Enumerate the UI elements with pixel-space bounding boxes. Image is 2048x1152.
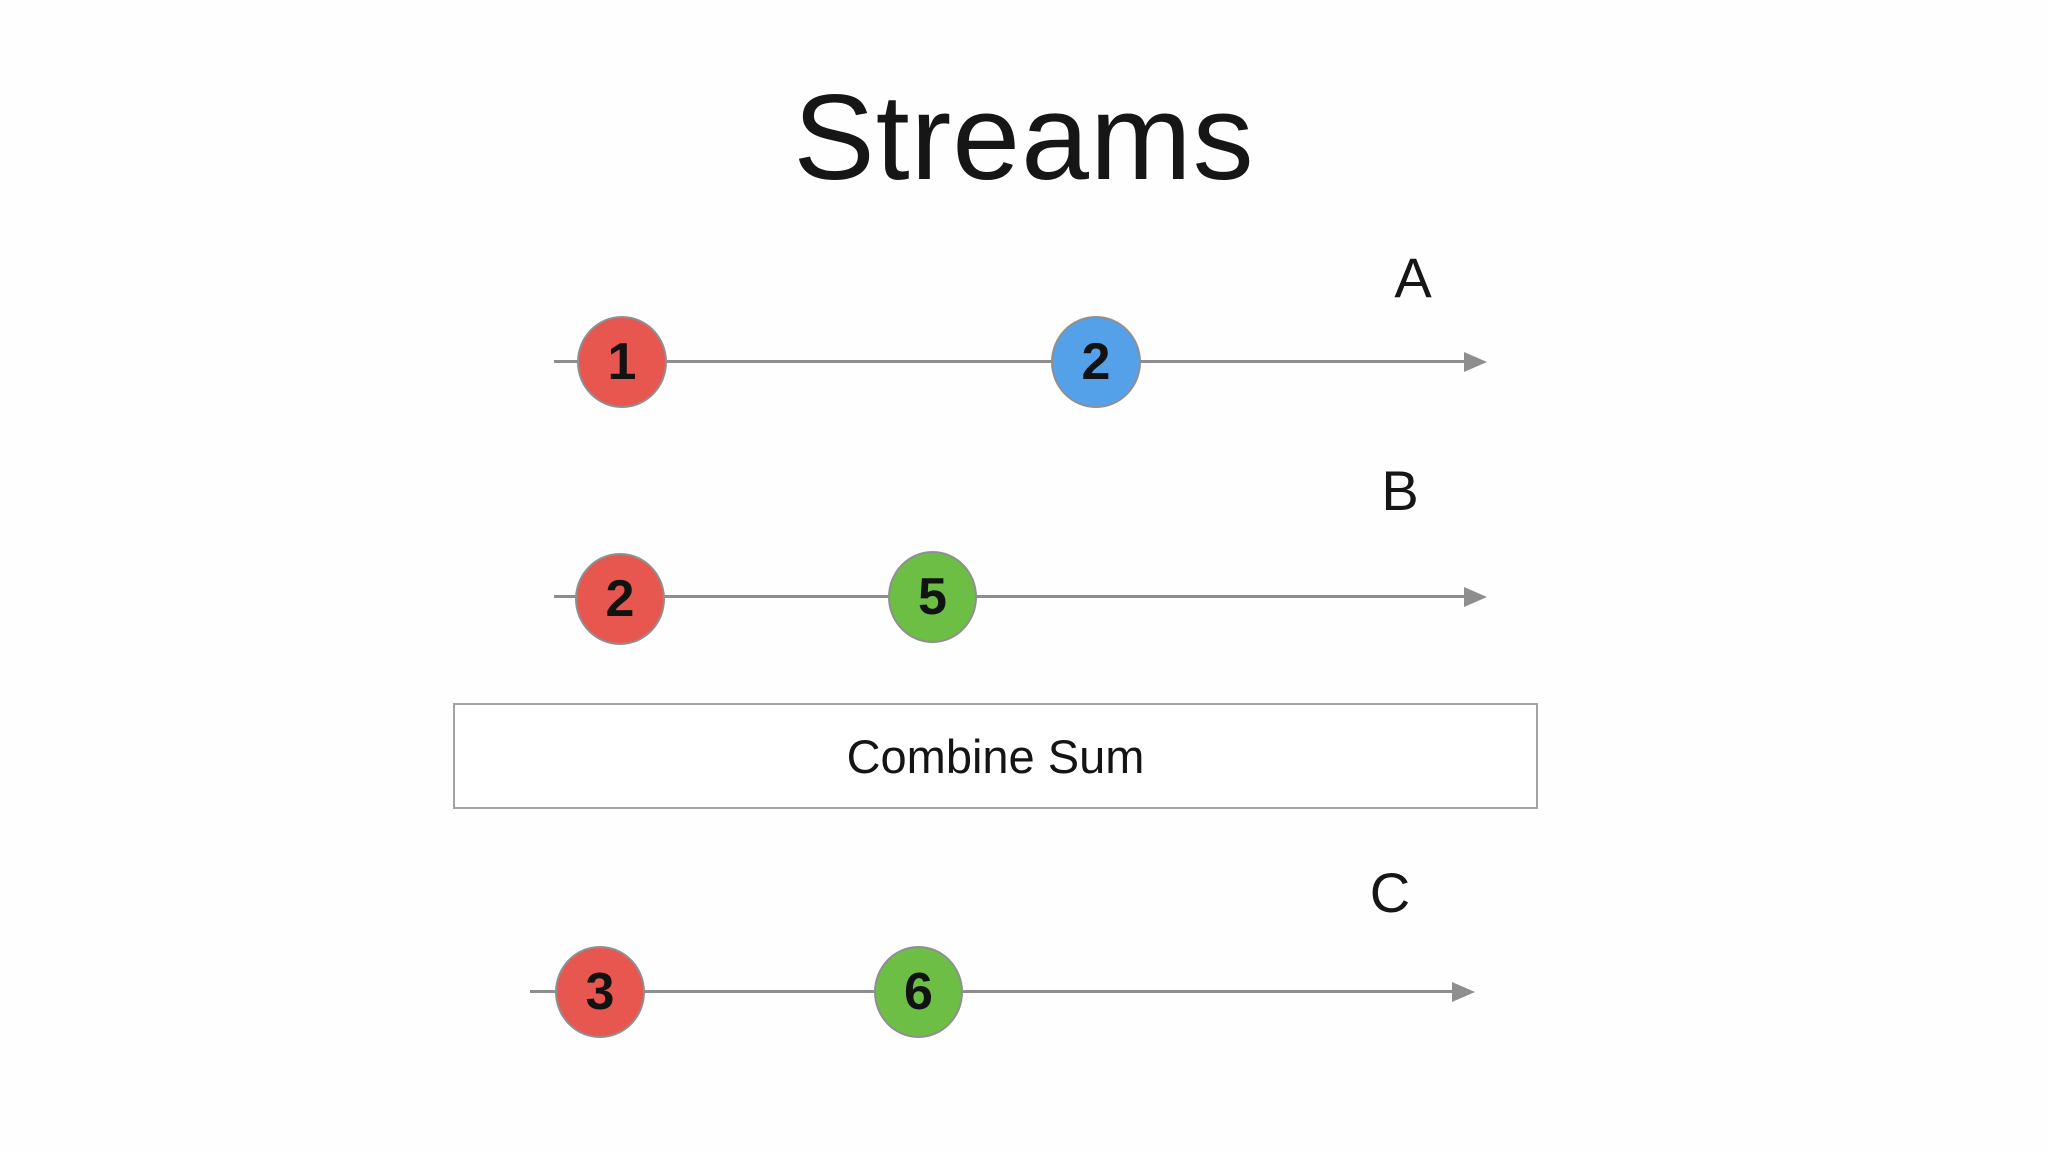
- stream-a-timeline: [554, 360, 1464, 363]
- page-title: Streams: [793, 69, 1255, 205]
- stream-b-arrow-icon: [1464, 587, 1487, 607]
- marble-c-2: 6: [874, 946, 963, 1038]
- stream-c-label: C: [1369, 861, 1411, 924]
- marble-a-1-value: 1: [607, 333, 637, 391]
- marble-b-1: 2: [575, 553, 665, 645]
- marble-a-2-value: 2: [1081, 333, 1111, 391]
- combine-sum-box: Combine Sum: [453, 703, 1538, 809]
- combine-sum-label: Combine Sum: [846, 729, 1145, 783]
- stream-b-label: B: [1381, 459, 1419, 522]
- marble-b-1-value: 2: [605, 570, 635, 628]
- marble-c-1-value: 3: [585, 963, 615, 1021]
- stream-a-label: A: [1394, 246, 1432, 309]
- stream-a-arrow-icon: [1464, 352, 1487, 372]
- marble-c-2-value: 6: [904, 963, 933, 1021]
- marble-c-1: 3: [555, 946, 645, 1038]
- marble-a-2: 2: [1051, 316, 1141, 408]
- marble-b-2: 5: [888, 551, 977, 643]
- stream-b-timeline: [554, 595, 1464, 598]
- marble-a-1: 1: [577, 316, 667, 408]
- marble-b-2-value: 5: [918, 568, 947, 626]
- stream-c-timeline: [530, 990, 1452, 993]
- stream-c-arrow-icon: [1452, 982, 1475, 1002]
